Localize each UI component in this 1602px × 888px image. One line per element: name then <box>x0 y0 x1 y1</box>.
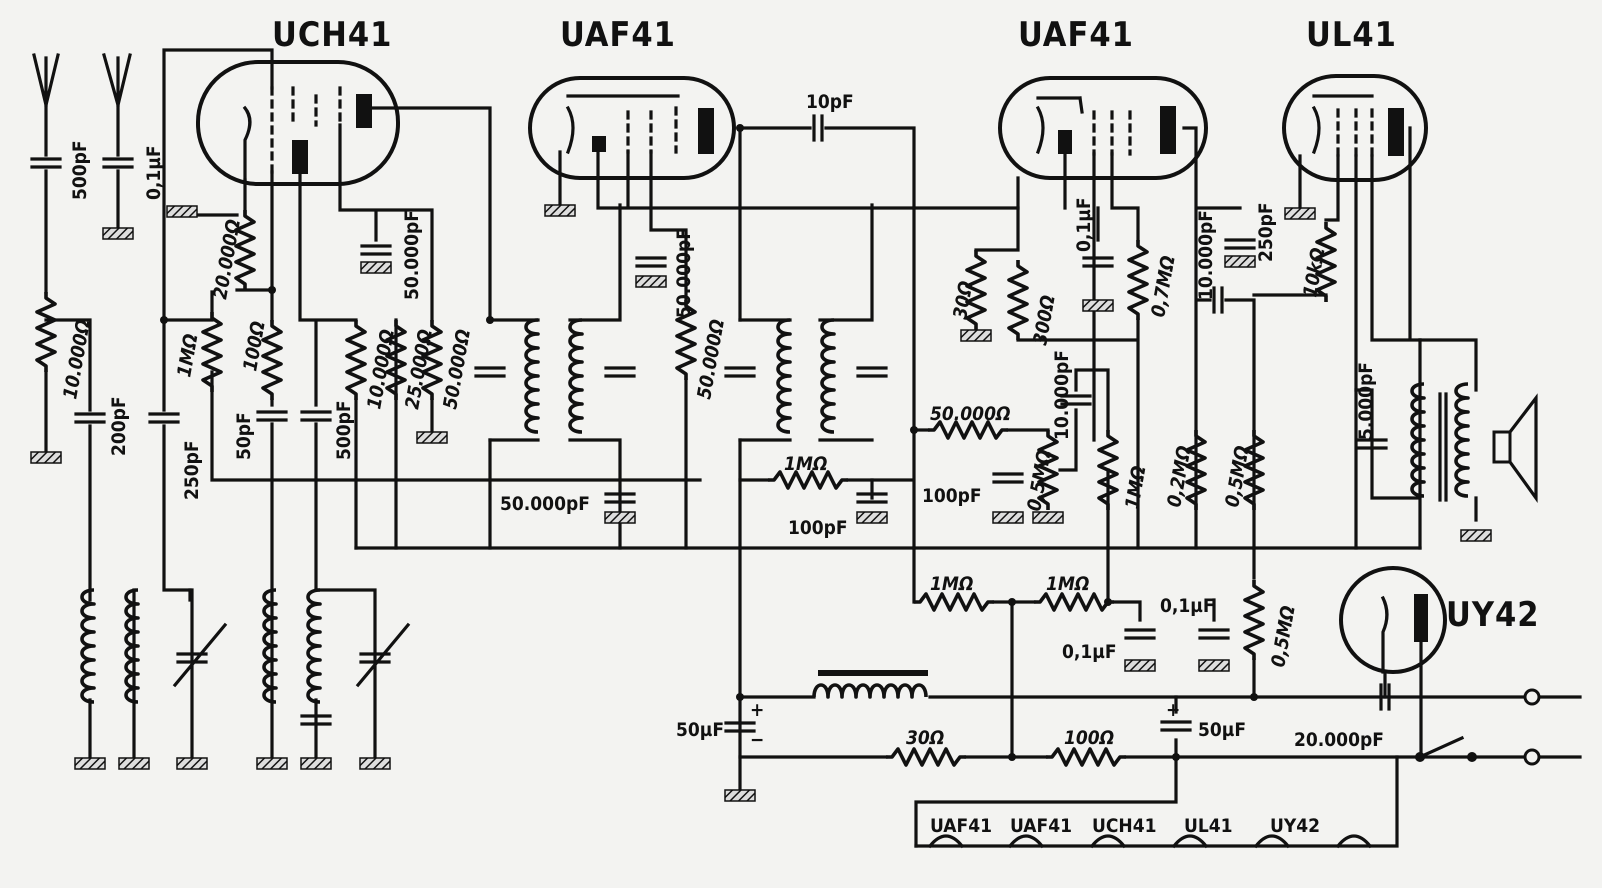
heater-label: UY42 <box>1270 815 1320 837</box>
label-c-10n-a: 10.000pF <box>1051 350 1073 440</box>
label-r-05m-b: 0,5MΩ <box>1267 604 1299 669</box>
tube-uy42 <box>1339 566 1447 674</box>
tube-label-ul41: UL41 <box>1306 15 1397 55</box>
tube-label-uaf41-af: UAF41 <box>1018 15 1134 55</box>
label-c-50n-a: 50.000pF <box>401 210 423 300</box>
label-c-50u-a: 50µF <box>676 719 724 741</box>
label-minus-a: − <box>750 729 764 751</box>
label-c-250: 250pF <box>181 440 203 500</box>
junction-dots <box>160 124 1425 761</box>
label-c-50p: 50pF <box>233 412 255 460</box>
label-c-50n-b: 50.000pF <box>673 228 695 318</box>
label-r-1m-b: 1MΩ <box>1121 464 1150 511</box>
label-c-01u-c: 0,1µF <box>1160 595 1215 617</box>
label-c-10n-b: 10.000pF <box>1195 210 1217 300</box>
label-r-1m-osc: 1MΩ <box>173 332 202 379</box>
label-r-07m: 0,7MΩ <box>1147 254 1179 319</box>
heater-chain <box>927 834 1373 849</box>
label-c-01u-a: 0,1µF <box>1073 197 1095 252</box>
tube-uch41 <box>196 60 400 186</box>
label-r-1m-det: 1MΩ <box>784 453 827 475</box>
label-c-200: 200pF <box>108 396 130 456</box>
label-plus-a: + <box>750 699 764 721</box>
label-r-1m-d: 1MΩ <box>1046 573 1089 595</box>
label-c-100p-a: 100pF <box>788 517 848 539</box>
wiring <box>44 48 1582 848</box>
label-r-50k-c: 50.000Ω <box>930 403 1011 425</box>
label-c-100p-b: 100pF <box>922 485 982 507</box>
mains-terminal-2[interactable] <box>1523 748 1541 766</box>
antenna-1-icon <box>32 53 60 107</box>
label-plus-b: + <box>1166 699 1180 721</box>
label-pot-05m: 0,5MΩ <box>1023 448 1055 513</box>
label-c-ant2: 0,1µF <box>143 145 165 200</box>
label-r-100: 100Ω <box>239 320 269 373</box>
tube-ul41 <box>1282 74 1428 182</box>
heater-label: UAF41 <box>1010 815 1072 837</box>
speaker-icon <box>1492 393 1538 503</box>
label-c-01u-b: 0,1µF <box>1062 641 1117 663</box>
label-r-10k-b: 10kΩ <box>1299 246 1329 299</box>
component-labels: 500pF 0,1µF 10.000Ω 200pF 250pF 1MΩ 20.0… <box>59 91 1384 751</box>
tube-label-uaf41-if: UAF41 <box>560 15 676 55</box>
tube-uaf41-af <box>998 76 1208 180</box>
label-r-50k-b: 50.000Ω <box>693 318 729 401</box>
label-r-50k-a: 50.000Ω <box>439 328 475 411</box>
tube-label-uy42: UY42 <box>1446 595 1540 635</box>
heater-label: UAF41 <box>930 815 992 837</box>
tube-uaf41-if <box>528 76 736 180</box>
label-r-30-b: 30Ω <box>906 727 944 749</box>
label-c-500p: 500pF <box>333 400 355 460</box>
label-r-100-b: 100Ω <box>1064 727 1114 749</box>
label-c-50u-b: 50µF <box>1198 719 1246 741</box>
label-c-50n-c: 50.000pF <box>500 493 590 515</box>
label-c-5n: 5.000pF <box>1355 362 1377 440</box>
heater-chain-labels: UAF41 UAF41 UCH41 UL41 UY42 <box>930 815 1320 837</box>
heater-label: UL41 <box>1184 815 1233 837</box>
heater-label: UCH41 <box>1092 815 1157 837</box>
antenna-2-icon <box>102 53 132 112</box>
label-c-20n: 20.000pF <box>1294 729 1384 751</box>
label-c-ant1: 500pF <box>69 140 91 200</box>
mains-terminal-1[interactable] <box>1523 688 1541 706</box>
label-c-250p: 250pF <box>1255 202 1277 262</box>
label-c-10p: 10pF <box>806 91 854 113</box>
label-r-1m-c: 1MΩ <box>930 573 973 595</box>
components <box>30 114 1470 767</box>
tube-label-uch41: UCH41 <box>272 15 392 55</box>
